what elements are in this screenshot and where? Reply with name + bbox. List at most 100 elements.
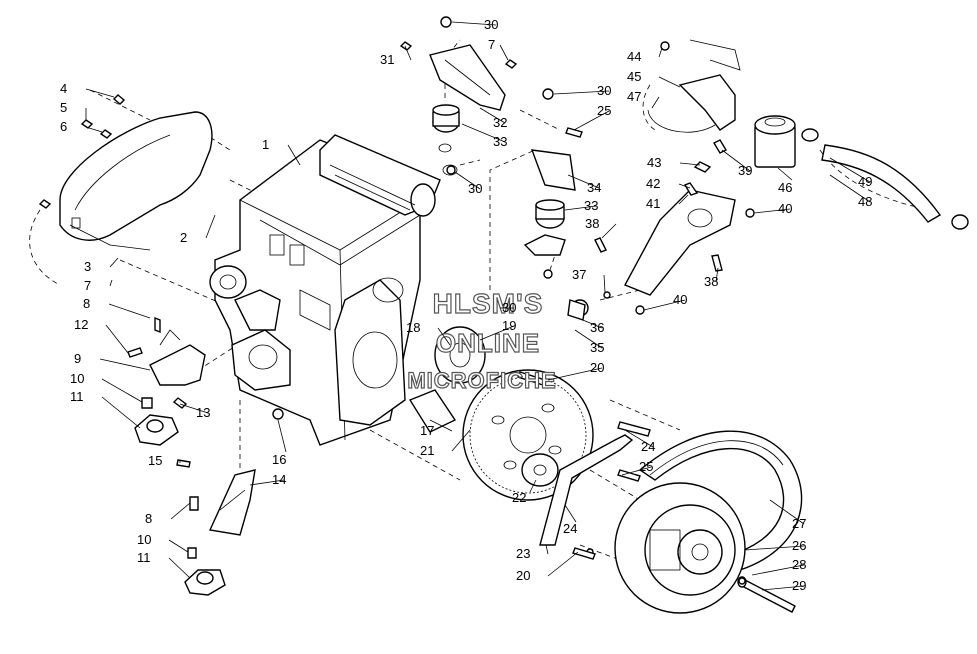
callout-c30b: 30 (597, 83, 611, 98)
belt-guard (59, 111, 213, 251)
callout-c6: 6 (60, 119, 67, 134)
callout-c15: 15 (148, 453, 162, 468)
callout-leader-c1 (287, 144, 301, 166)
callout-leader-c20a (547, 367, 603, 381)
callout-leader-c16 (277, 419, 287, 453)
callout-leader-c43 (679, 162, 701, 166)
callout-leader-c35 (574, 329, 603, 349)
callout-c49: 49 (858, 174, 872, 189)
callout-leader-c30b (553, 90, 610, 95)
callout-leader-c31 (404, 45, 412, 61)
upper-mount-bracket (429, 44, 506, 176)
callout-c24a: 24 (641, 439, 655, 454)
callout-c21: 21 (420, 443, 434, 458)
callout-c24b: 24 (563, 521, 577, 536)
mount-plate-34 (523, 149, 576, 256)
callout-c25b: 25 (639, 459, 653, 474)
callout-c38a: 38 (585, 216, 599, 231)
callout-c10b: 10 (137, 532, 151, 547)
callout-c33a: 33 (493, 134, 507, 149)
callout-leader-c34 (567, 174, 600, 189)
callout-c27: 27 (792, 516, 806, 531)
engine-block (209, 134, 441, 446)
callout-leader-c38a (601, 223, 617, 239)
callout-leader-c33a (461, 123, 506, 143)
callout-c30a: 30 (484, 17, 498, 32)
callout-leader-c40b (643, 299, 686, 311)
mount-bracket-14 (208, 469, 256, 536)
callout-leader-c48 (829, 174, 871, 203)
callout-leader-c20b (547, 551, 579, 577)
callout-c16: 16 (272, 452, 286, 467)
callout-leader-c10a (101, 378, 143, 403)
callout-c28: 28 (792, 557, 806, 572)
callout-c37: 37 (572, 267, 586, 282)
callout-leader-c30a (451, 21, 497, 26)
callout-c47: 47 (627, 89, 641, 104)
callout-leader-c28 (751, 564, 805, 576)
callout-leader-c36 (577, 317, 603, 329)
callout-leader-c32 (479, 107, 506, 124)
fuel-bracket-45 (647, 39, 741, 133)
callout-leader-c45 (658, 76, 681, 88)
callout-leader-c22 (529, 479, 537, 493)
callout-c1: 1 (262, 137, 269, 152)
callout-c30c: 30 (468, 181, 482, 196)
callout-leader-c47 (651, 96, 660, 109)
callout-leader-c4 (85, 88, 115, 98)
callout-c46: 46 (778, 180, 792, 195)
callout-leader-c38b (715, 267, 719, 283)
callout-leader-c25b (621, 466, 652, 476)
callout-leader-c21 (451, 429, 471, 452)
callout-leader-c24a (624, 429, 654, 448)
callout-c2: 2 (180, 230, 187, 245)
callout-leader-c8a (108, 303, 151, 319)
callout-leader-c14 (249, 479, 285, 486)
rubber-mount-11a (134, 414, 179, 446)
hub-22 (521, 453, 559, 487)
callout-c23: 23 (516, 546, 530, 561)
callout-c45: 45 (627, 69, 641, 84)
callout-c7a: 7 (488, 37, 495, 52)
callout-c14: 14 (272, 472, 286, 487)
fasteners (38, 16, 755, 585)
callout-c38b: 38 (704, 274, 718, 289)
callout-leader-c11a (101, 396, 141, 429)
callout-leader-c17 (429, 419, 453, 432)
flywheel-21 (462, 369, 594, 501)
callout-c30d: 30 (502, 300, 516, 315)
callout-leader-c27 (769, 499, 805, 525)
callout-c17: 17 (420, 423, 434, 438)
callout-leader-c33b (564, 205, 597, 211)
callout-c44: 44 (627, 49, 641, 64)
callout-leader-c23 (545, 544, 549, 555)
callout-leader-c7a (499, 44, 509, 61)
watermark: HLSM'S ONLINE MICROFICHE (407, 287, 557, 393)
callout-c43: 43 (647, 155, 661, 170)
drive-clutch-26 (614, 482, 746, 614)
callout-c11a: 11 (70, 389, 84, 404)
rubber-mount-11b (184, 569, 226, 596)
callout-leader-c11b (168, 557, 191, 579)
callout-c34: 34 (587, 180, 601, 195)
callout-c41: 41 (646, 196, 660, 211)
callout-leader-c3 (109, 257, 119, 268)
callout-leader-c2 (205, 214, 216, 239)
callout-c26: 26 (792, 538, 806, 553)
callout-leader-c18 (437, 327, 451, 346)
callout-c40b: 40 (673, 292, 687, 307)
callout-c29: 29 (792, 578, 806, 593)
callout-c10a: 10 (70, 371, 84, 386)
callout-leader-c37 (603, 274, 606, 293)
callout-leader-c25a (573, 110, 610, 131)
callout-c20a: 20 (590, 360, 604, 375)
callout-leader-c46 (777, 167, 793, 181)
callout-c36: 36 (590, 320, 604, 335)
callout-leader-c13 (179, 403, 209, 414)
callout-c8a: 8 (83, 296, 90, 311)
callout-c8b: 8 (145, 511, 152, 526)
callout-c31: 31 (380, 52, 394, 67)
callout-c11b: 11 (137, 550, 151, 565)
